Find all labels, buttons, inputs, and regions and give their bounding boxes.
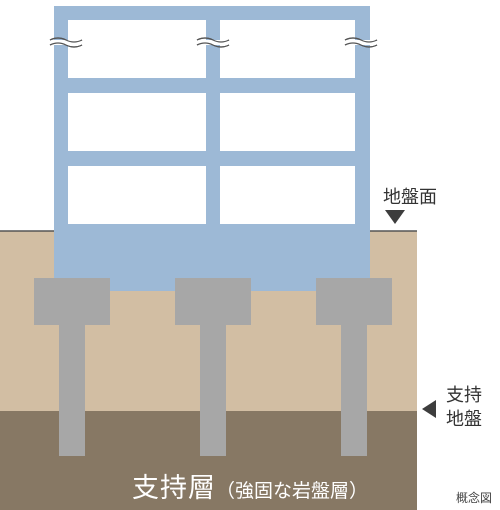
bearing-stratum-note: （強固な岩盤層）	[215, 480, 368, 502]
ground-level-marker-icon	[385, 210, 405, 224]
concept-diagram-label: 概念図	[455, 491, 492, 505]
building-frame	[54, 6, 370, 291]
support-ground-label-line2: 地盤	[446, 409, 482, 430]
window	[68, 20, 206, 78]
pile-cap	[316, 278, 392, 325]
window	[220, 20, 355, 78]
window	[220, 93, 355, 151]
window	[68, 166, 206, 224]
break-gap	[51, 40, 81, 45]
support-ground-label-line1: 支持	[446, 385, 482, 406]
break-gap	[346, 40, 376, 45]
piles	[34, 278, 392, 456]
window	[220, 166, 355, 224]
bearing-stratum-label: 支持層（強固な岩盤層）	[0, 466, 500, 505]
pile-cap	[175, 278, 251, 325]
pile-shaft	[200, 325, 226, 456]
window	[68, 93, 206, 151]
bearing-stratum-title: 支持層	[131, 473, 216, 504]
pile-cap	[34, 278, 110, 325]
pile-shaft	[59, 325, 85, 456]
break-gap	[198, 40, 228, 45]
ground-level-label: 地盤面	[383, 187, 437, 208]
pile-shaft	[341, 325, 367, 456]
support-ground-label: 支持 地盤	[446, 384, 486, 432]
support-ground-marker-icon	[422, 400, 436, 418]
